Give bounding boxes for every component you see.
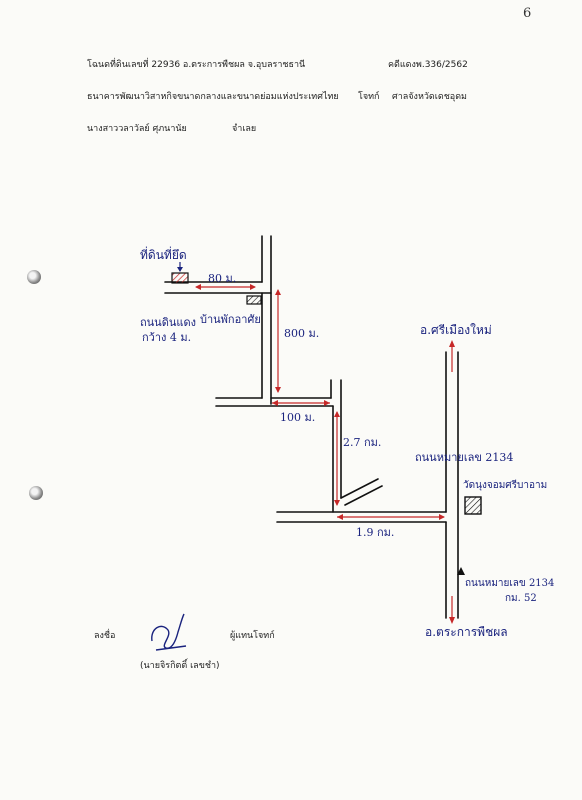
highway-arrow-north: [449, 340, 455, 347]
km-marker-label: ถนนหมายเลข 2134: [465, 578, 555, 589]
distance-80m: 80 ม.: [208, 272, 237, 285]
dim-100m-arrow-r: [324, 400, 330, 406]
dim-2-7km-arrow-b: [334, 500, 340, 506]
distance-100m: 100 ม.: [280, 411, 316, 424]
dim-800m-arrow-t: [275, 289, 281, 295]
direction-north-label: อ.ศรีเมืองใหม่: [420, 323, 492, 337]
map-spur-1: [340, 478, 379, 499]
highway-arrow-south: [449, 617, 455, 624]
dim-100m-arrow-l: [272, 400, 278, 406]
dirt-road-label: ถนนดินแดง: [140, 316, 196, 329]
km-marker-triangle: [457, 567, 465, 575]
distance-800m: 800 ม.: [284, 327, 320, 340]
dim-2-7km-arrow-t: [334, 411, 340, 417]
sign-label: ลงชื่อ: [94, 631, 116, 641]
house-box: [246, 295, 262, 305]
defendant-role: จำเลย: [232, 124, 257, 134]
signature-scribble: [151, 613, 187, 651]
dim-1-9km-arrow-r: [439, 514, 445, 520]
defendant-name: นางสาววลาวัลย์ ศุภนานัย: [87, 124, 187, 134]
dim-80m-arrow-l: [195, 284, 201, 290]
punch-hole-top: [27, 270, 41, 284]
distance-1-9km: 1.9 กม.: [356, 526, 395, 539]
deed-info: โฉนดที่ดินเลขที่ 22936 อ.ตระการพืชผล จ.อ…: [87, 60, 306, 70]
signer-name: (นายจิรกิตติ์ เลขชำ): [140, 661, 220, 671]
dim-800m-arrow-b: [275, 387, 281, 393]
temple-box: [464, 496, 482, 515]
distance-2-7km: 2.7 กม.: [343, 436, 382, 449]
km-marker-value: กม. 52: [505, 593, 537, 604]
page-number: 6: [523, 6, 532, 21]
signer-role: ผู้แทนโจทก์: [230, 631, 275, 641]
punch-hole-bottom: [29, 486, 43, 500]
court-name: ศาลจังหวัดเดชอุดม: [392, 92, 467, 102]
dim-1-9km-arrow-l: [337, 514, 343, 520]
dim-80m-arrow-r: [250, 284, 256, 290]
map-spur-2: [344, 485, 383, 506]
case-number: คดีแดงพ.336/2562: [388, 60, 468, 70]
house-label: บ้านพักอาศัย: [200, 313, 261, 326]
direction-south-label: อ.ตระการพืชผล: [425, 625, 508, 639]
property-pointer-head: [177, 267, 183, 272]
dirt-road-width: กว้าง 4 ม.: [142, 331, 192, 344]
plaintiff-role: โจทก์: [358, 92, 380, 102]
highway-label: ถนนหมายเลข 2134: [415, 451, 514, 464]
temple-label: วัดนุงจอมศรีบาอาม: [463, 480, 548, 491]
plaintiff-name: ธนาคารพัฒนาวิสาหกิจขนาดกลางและขนาดย่อมแห…: [87, 92, 339, 102]
seized-property-box: [171, 272, 189, 284]
seized-property-label: ที่ดินที่ยึด: [140, 248, 187, 262]
